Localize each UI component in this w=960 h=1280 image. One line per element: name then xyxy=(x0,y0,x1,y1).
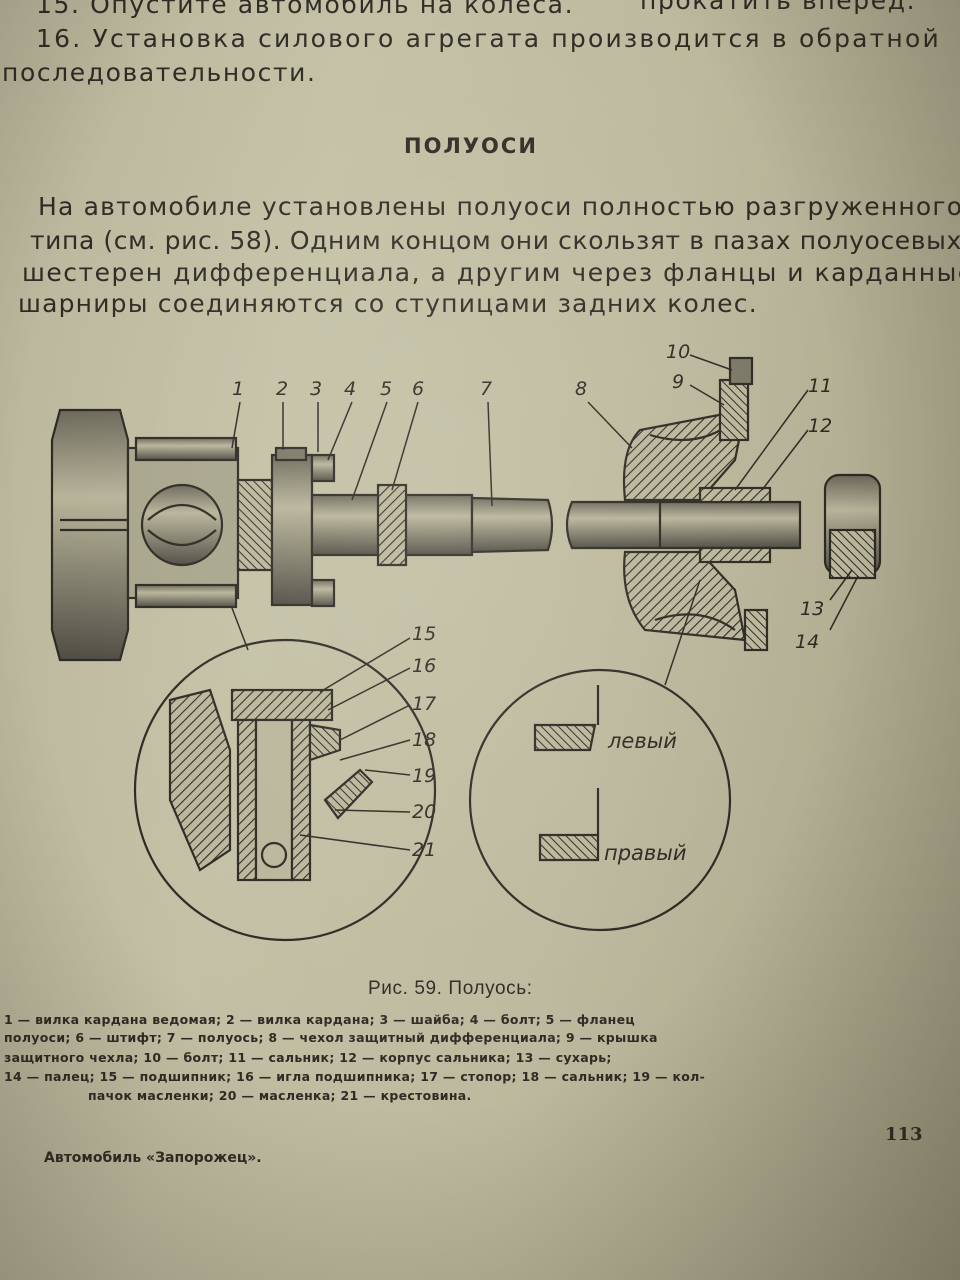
callout-20: 20 xyxy=(412,801,436,823)
callout-7: 7 xyxy=(480,378,492,400)
text-line-step-16-cont: последовательности. xyxy=(2,58,317,87)
rear-hub-joint xyxy=(823,473,882,580)
callout-12: 12 xyxy=(808,415,832,437)
half-shaft-flange xyxy=(270,446,336,608)
cardan-yoke xyxy=(126,436,274,609)
inset-label-right: правый xyxy=(604,841,687,865)
callout-6: 6 xyxy=(412,378,424,400)
callout-16: 16 xyxy=(412,655,436,677)
callout-9: 9 xyxy=(672,371,684,393)
callout-2: 2 xyxy=(276,378,288,400)
inset-needle-bearing xyxy=(133,638,437,942)
paragraph-line-4: шарниры соединяются со ступицами задних … xyxy=(18,289,758,318)
inset-label-left: левый xyxy=(607,729,677,753)
callout-13: 13 xyxy=(800,598,824,620)
legend-line-1: 1 — вилка кардана ведомая; 2 — вилка кар… xyxy=(4,1012,635,1027)
half-shaft-drawing: 1 2 3 4 5 6 7 8 9 10 11 12 13 14 15 16 1… xyxy=(50,341,882,942)
figure-caption: Рис. 59. Полуось: xyxy=(368,978,533,999)
callout-5: 5 xyxy=(380,378,392,400)
callout-3: 3 xyxy=(310,378,322,400)
boot-orientation-marks xyxy=(533,685,600,862)
callout-1: 1 xyxy=(232,378,244,400)
text-line-step-14-tail: прокатить вперед. xyxy=(640,0,917,15)
needle-bearing-section xyxy=(168,688,374,882)
page-number: 113 xyxy=(885,1124,923,1145)
half-shaft-left xyxy=(310,483,554,567)
half-shaft-right xyxy=(565,500,802,550)
inset-boot-orientation xyxy=(468,668,732,932)
legend-line-3: защитного чехла; 10 — болт; 11 — сальник… xyxy=(4,1050,612,1065)
paragraph-line-3: шестерен дифференциала, а другим через ф… xyxy=(22,258,960,287)
callout-leaders xyxy=(231,354,859,851)
legend-line-4: 14 — палец; 15 — подшипник; 16 — игла по… xyxy=(4,1069,706,1084)
callout-15: 15 xyxy=(412,623,436,645)
paragraph-line-2: типа (см. рис. 58). Одним концом они ско… xyxy=(30,226,960,255)
running-footer: Автомобиль «Запорожец». xyxy=(44,1150,262,1166)
paragraph-line-1: На автомобиле установлены полуоси полнос… xyxy=(38,192,960,221)
hub-body xyxy=(50,408,130,662)
callout-8: 8 xyxy=(575,378,587,400)
callout-14: 14 xyxy=(795,631,819,653)
callout-18: 18 xyxy=(412,729,436,751)
differential-boot xyxy=(622,356,769,652)
callout-19: 19 xyxy=(412,765,436,787)
seal-housing xyxy=(698,486,772,564)
text-line-step-16: 16. Установка силового агрегата производ… xyxy=(36,24,941,53)
callout-21: 21 xyxy=(412,839,436,861)
legend-line-5: пачок масленки; 20 — масленка; 21 — крес… xyxy=(88,1088,472,1103)
text-line-step-15: 15. Опустите автомобиль на колеса. xyxy=(36,0,575,19)
legend-line-2: полуоси; 6 — штифт; 7 — полуось; 8 — чех… xyxy=(4,1030,658,1045)
callout-17: 17 xyxy=(412,693,436,715)
section-heading: ПОЛУОСИ xyxy=(404,134,538,158)
callout-11: 11 xyxy=(808,375,832,397)
callout-4: 4 xyxy=(344,378,356,400)
callout-10: 10 xyxy=(666,341,690,363)
